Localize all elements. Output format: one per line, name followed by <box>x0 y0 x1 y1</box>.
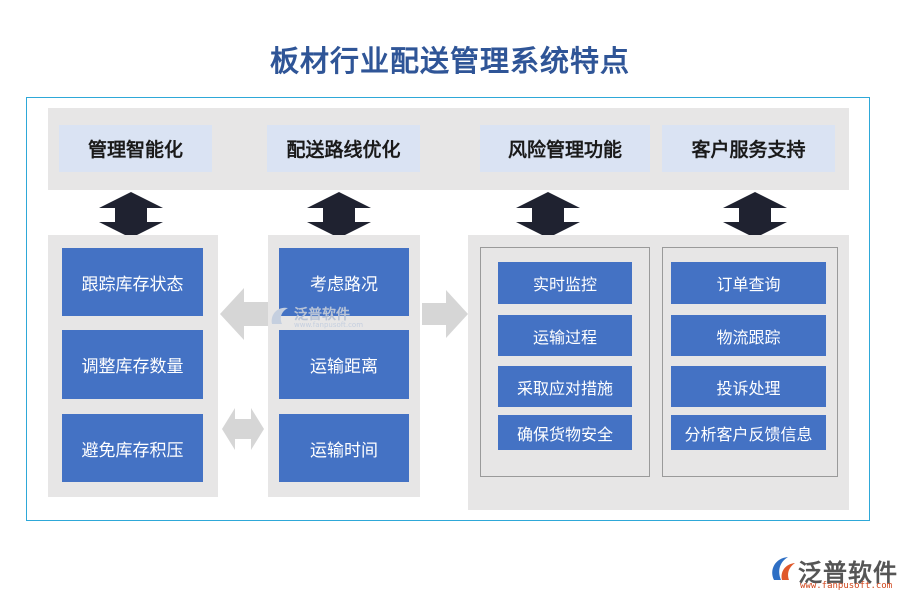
feature-management-intelligent: 管理智能化 <box>59 125 212 172</box>
brand-logo-url: www.fanpusoft.com <box>800 581 893 591</box>
diagram-frame <box>26 97 870 521</box>
item-transport-time: 运输时间 <box>279 414 409 482</box>
double-arrow-vertical-icon <box>99 192 163 238</box>
item-transport-distance: 运输距离 <box>279 330 409 399</box>
item-track-inventory: 跟踪库存状态 <box>62 248 203 316</box>
item-logistics-tracking: 物流跟踪 <box>671 315 826 356</box>
item-realtime-monitor: 实时监控 <box>498 262 632 304</box>
item-road-conditions: 考虑路况 <box>279 248 409 316</box>
item-order-query: 订单查询 <box>671 262 826 304</box>
item-feedback-analysis: 分析客户反馈信息 <box>671 415 826 450</box>
double-arrow-vertical-icon <box>307 192 371 238</box>
double-arrow-vertical-icon <box>516 192 580 238</box>
feature-risk-management: 风险管理功能 <box>480 125 650 172</box>
double-arrow-vertical-icon <box>723 192 787 238</box>
page-title: 板材行业配送管理系统特点 <box>269 44 630 78</box>
feature-route-optimization: 配送路线优化 <box>267 125 420 172</box>
item-transport-process: 运输过程 <box>498 315 632 356</box>
brand-logo-text: 泛普软件 <box>798 559 898 587</box>
watermark-logo-icon <box>271 307 288 324</box>
arrow-right-icon <box>422 290 468 338</box>
item-countermeasures: 采取应对措施 <box>498 366 632 407</box>
brand-logo-icon <box>772 557 795 580</box>
item-adjust-inventory: 调整库存数量 <box>62 330 203 399</box>
item-complaint-handling: 投诉处理 <box>671 366 826 407</box>
item-cargo-safety: 确保货物安全 <box>498 415 632 450</box>
feature-customer-service: 客户服务支持 <box>662 125 835 172</box>
double-arrow-horizontal-icon <box>222 408 264 450</box>
item-avoid-overstock: 避免库存积压 <box>62 414 203 482</box>
watermark-url: www.fanpusoft.com <box>294 321 364 329</box>
watermark-text: 泛普软件 <box>294 307 350 323</box>
arrow-left-icon <box>220 288 268 340</box>
